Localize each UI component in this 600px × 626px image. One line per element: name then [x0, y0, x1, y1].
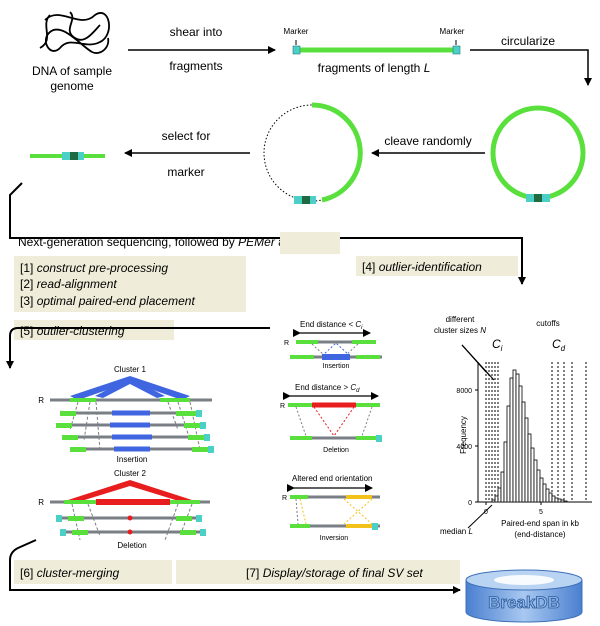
histogram-bar — [542, 483, 547, 503]
cluster2-deletion — [50, 480, 210, 541]
ytick-0: 0 — [468, 500, 472, 507]
cluster2-r-label: R — [38, 498, 44, 507]
cluster1-insertion — [50, 376, 214, 453]
step-4-label: [4] outlier-identification — [362, 260, 482, 274]
histogram-bar — [500, 471, 505, 503]
histogram-bar — [536, 469, 541, 503]
pemer-highlight — [280, 232, 340, 254]
steps-1-3-box — [14, 256, 246, 312]
sv-deletion-r-label: R — [280, 403, 285, 410]
cluster2-deletion-label: Deletion — [117, 541, 146, 550]
histogram-bar — [515, 373, 520, 503]
histogram-bar — [533, 459, 538, 503]
step-6-label: [6] cluster-merging — [20, 566, 119, 580]
sv-inversion-r-label: R — [282, 495, 287, 502]
sv-inversion-label: Inversion — [320, 535, 349, 542]
fragments-label: fragments of length L — [318, 61, 431, 75]
ytick-8000: 8000 — [456, 388, 472, 395]
sv-deletion-endlabel: End distance > Cd — [295, 383, 360, 394]
hist-xlabel-line2: (end-distance) — [514, 530, 565, 539]
pipeline-arrow-2 — [6, 327, 270, 369]
histogram-bar — [530, 447, 535, 503]
sv-inversion — [290, 495, 380, 530]
histogram-bar — [491, 499, 496, 503]
cluster2-label: Cluster 2 — [114, 469, 147, 478]
hist-xlabel-line1: Paired-end span in kb — [501, 519, 579, 528]
cluster-size-pointer-3 — [461, 344, 495, 381]
histogram-bars — [491, 369, 568, 503]
cluster1-r-label: R — [38, 396, 44, 405]
breakdb-database-icon — [465, 569, 583, 623]
shear-label-line2: fragments — [169, 59, 222, 73]
sv-deletion-label: Deletion — [323, 447, 349, 454]
fragment — [292, 40, 461, 55]
histogram-bar — [506, 405, 511, 503]
step-5-box — [14, 320, 174, 340]
step-7-box — [176, 560, 460, 584]
shear-label-line1: shear into — [170, 25, 223, 39]
step-3-label: [3] optimal paired-end placement — [20, 294, 195, 308]
circularize-arrow — [470, 49, 592, 86]
breakdb-logo-text: BreakDB — [488, 593, 560, 612]
step-6-box — [14, 560, 172, 584]
cleave-label: cleave randomly — [384, 134, 471, 148]
xtick-0: 0 — [484, 509, 488, 516]
histogram-bar — [563, 500, 568, 503]
dna-label-line1: DNA of sample — [32, 64, 112, 78]
select-label-line1: select for — [162, 129, 211, 143]
step-5-label: [5] outlier-clustering — [20, 324, 125, 338]
sv-inversion-endlabel: Altered end orientation — [292, 474, 373, 483]
hist-ylabel: Frequency — [459, 416, 468, 454]
hist-ci-label: Ci — [492, 337, 503, 353]
histogram-bar — [518, 385, 523, 503]
sv-insertion — [290, 340, 382, 360]
histogram-bar — [521, 401, 526, 503]
cluster1-label: Cluster 1 — [114, 365, 147, 374]
select-label-line2: marker — [167, 165, 204, 179]
step-4-box — [356, 256, 518, 276]
histogram-bar — [527, 433, 532, 503]
circularize-label: circularize — [501, 34, 555, 48]
histogram-bar — [545, 488, 550, 503]
xtick-5: 5 — [539, 509, 543, 516]
median-pointer — [467, 504, 493, 529]
cleaved-circle — [263, 102, 363, 204]
pipeline-arrow-1 — [9, 182, 526, 285]
different-label: different — [446, 315, 476, 324]
ytick-4000: 4000 — [456, 444, 472, 451]
cutoffs-label: cutoffs — [536, 319, 559, 328]
histogram-bar — [524, 417, 529, 503]
dna-label-line2: genome — [50, 79, 94, 93]
pipeline-arrow-3 — [9, 539, 461, 594]
median-label: median L — [440, 527, 473, 536]
closed-circle — [490, 105, 586, 202]
selected-fragment — [30, 152, 105, 160]
ngs-label: Next-generation sequencing, followed by … — [18, 235, 322, 249]
sv-deletion — [288, 402, 382, 442]
hist-cd-label: Cd — [552, 337, 566, 353]
histogram — [461, 344, 592, 529]
sv-insertion-label: Insertion — [323, 363, 350, 370]
step-2-label: [2] read-alignment — [20, 277, 117, 291]
histogram-bar — [539, 477, 544, 503]
histogram-bar — [503, 441, 508, 503]
step-7-label: [7] Display/storage of final SV set — [246, 566, 423, 580]
marker-right-label: Marker — [440, 27, 465, 36]
marker-left-label: Marker — [284, 27, 309, 36]
step-1-label: [1] construct pre-processing — [20, 261, 168, 275]
dna-tangle-icon — [39, 11, 110, 54]
cluster1-insertion-label: Insertion — [117, 455, 148, 464]
cluster-sizes-label: cluster sizes N — [434, 326, 486, 335]
histogram-bar — [560, 499, 565, 503]
histogram-bar — [509, 377, 514, 503]
cutoff-lines — [485, 362, 587, 502]
histogram-bar — [512, 369, 517, 503]
sv-insertion-endlabel: End distance < Ci — [300, 320, 363, 331]
sv-insertion-r-label: R — [284, 340, 289, 347]
